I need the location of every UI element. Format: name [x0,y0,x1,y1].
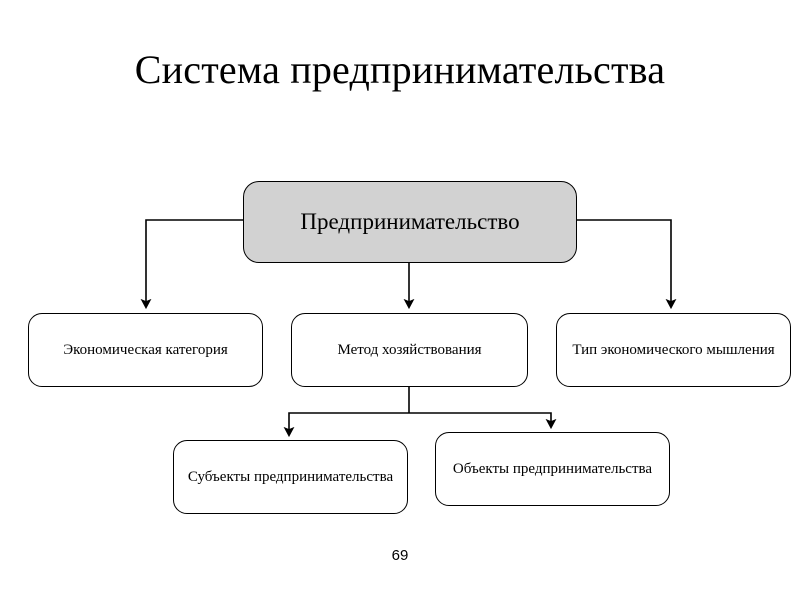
page-number: 69 [391,547,409,564]
node-obekty-predprinimatelstva[interactable]: Объекты предпринимательства [435,432,670,506]
node-label: Предпринимательство [300,209,520,234]
node-label: Тип экономического мышления [572,342,775,358]
edge-root-to-economic-thinking [577,219,677,310]
edge-root-to-economic-category [140,219,243,310]
page-title: Система предпринимательства [134,47,666,92]
edge-management-method-to-objects [409,412,557,430]
node-label: Метод хозяйствования [337,342,482,358]
node-ekonomicheskaya-kategoriya[interactable]: Экономическая категория [28,313,263,387]
node-predprinimatelstvo[interactable]: Предпринимательство [243,181,577,263]
node-metod-hozyaystvovaniya[interactable]: Метод хозяйствования [291,313,528,387]
node-tip-ekonomicheskogo-myshleniya[interactable]: Тип экономического мышления [556,313,791,387]
node-label: Экономическая категория [63,342,228,358]
edge-management-method-to-subjects [283,412,409,438]
node-subekty-predprinimatelstva[interactable]: Субъекты предпринимательства [173,440,408,514]
node-label: Субъекты предпринимательства [187,469,394,485]
node-label: Объекты предпринимательства [452,461,653,477]
